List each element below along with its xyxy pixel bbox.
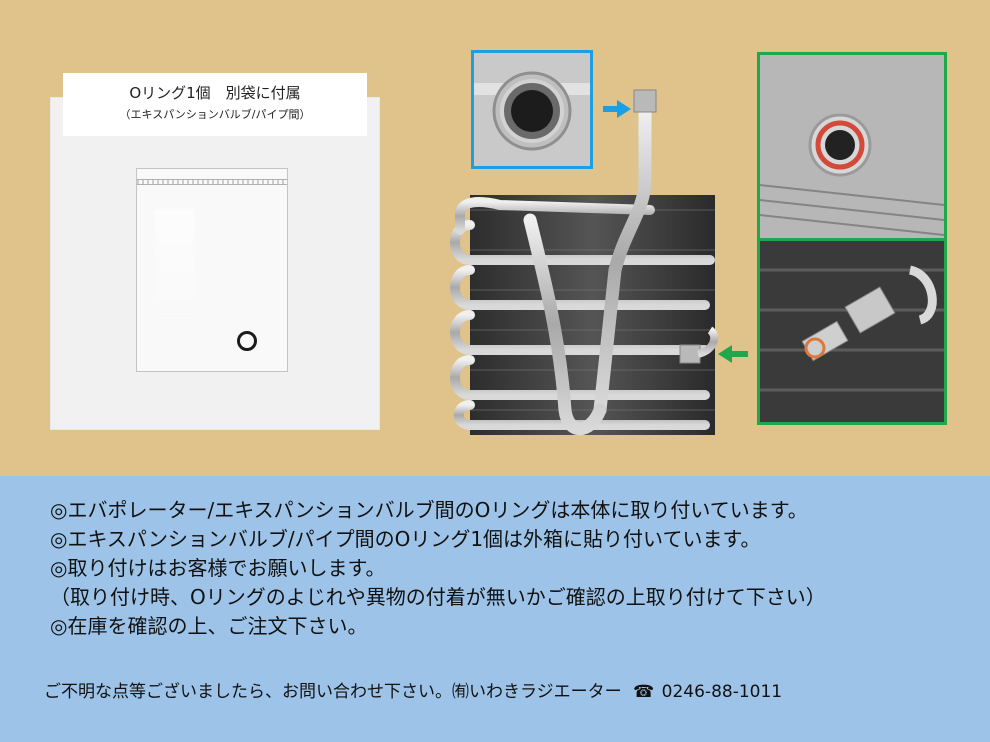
phone-icon: ☎ xyxy=(633,682,655,702)
oring-icon xyxy=(237,331,257,351)
note-line: ◎エキスパンションバルブ/パイプ間のOリング1個は外箱に貼り付いています。 xyxy=(50,527,761,551)
valve-illustration xyxy=(760,55,944,422)
pipe-end-closeup xyxy=(471,50,593,169)
valve-closeup xyxy=(757,52,947,425)
oring-bag-photo xyxy=(50,97,380,430)
zip-bag xyxy=(136,168,288,372)
contact-phone: 0246-88-1011 xyxy=(661,682,783,702)
blue-arrow-icon xyxy=(603,100,631,118)
green-arrow-icon xyxy=(718,345,748,363)
bag-shine xyxy=(155,209,195,329)
caption-main: Oリング1個 別袋に付属 xyxy=(129,84,301,102)
info-area xyxy=(0,476,990,742)
note-line: ◎エバポレーター/エキスパンションバルブ間のOリングは本体に取り付いています。 xyxy=(50,498,808,522)
inset-divider xyxy=(760,238,944,241)
note-line: ◎在庫を確認の上、ご注文下さい。 xyxy=(50,614,368,638)
caption-sub: （エキスパンションバルブ/パイプ間） xyxy=(119,108,311,121)
note-line: （取り付け時、Oリングのよじれや異物の付着が無いかご確認の上取り付けて下さい） xyxy=(50,585,826,609)
contact-message: ご不明な点等ございましたら、お問い合わせ下さい。㈲いわきラジエーター xyxy=(44,682,622,702)
bag-zipper xyxy=(137,179,287,185)
note-line: ◎取り付けはお客様でお願いします。 xyxy=(50,556,386,580)
notes-list: ◎エバポレーター/エキスパンションバルブ間のOリングは本体に取り付いています。 … xyxy=(50,496,950,641)
contact-line: ご不明な点等ございましたら、お問い合わせ下さい。㈲いわきラジエーター ☎ 024… xyxy=(44,680,964,704)
pipe-end-illustration xyxy=(474,53,590,166)
oring-caption: Oリング1個 別袋に付属 （エキスパンションバルブ/パイプ間） xyxy=(63,73,367,136)
evaporator-photo xyxy=(440,80,740,455)
evaporator-illustration xyxy=(450,89,719,436)
